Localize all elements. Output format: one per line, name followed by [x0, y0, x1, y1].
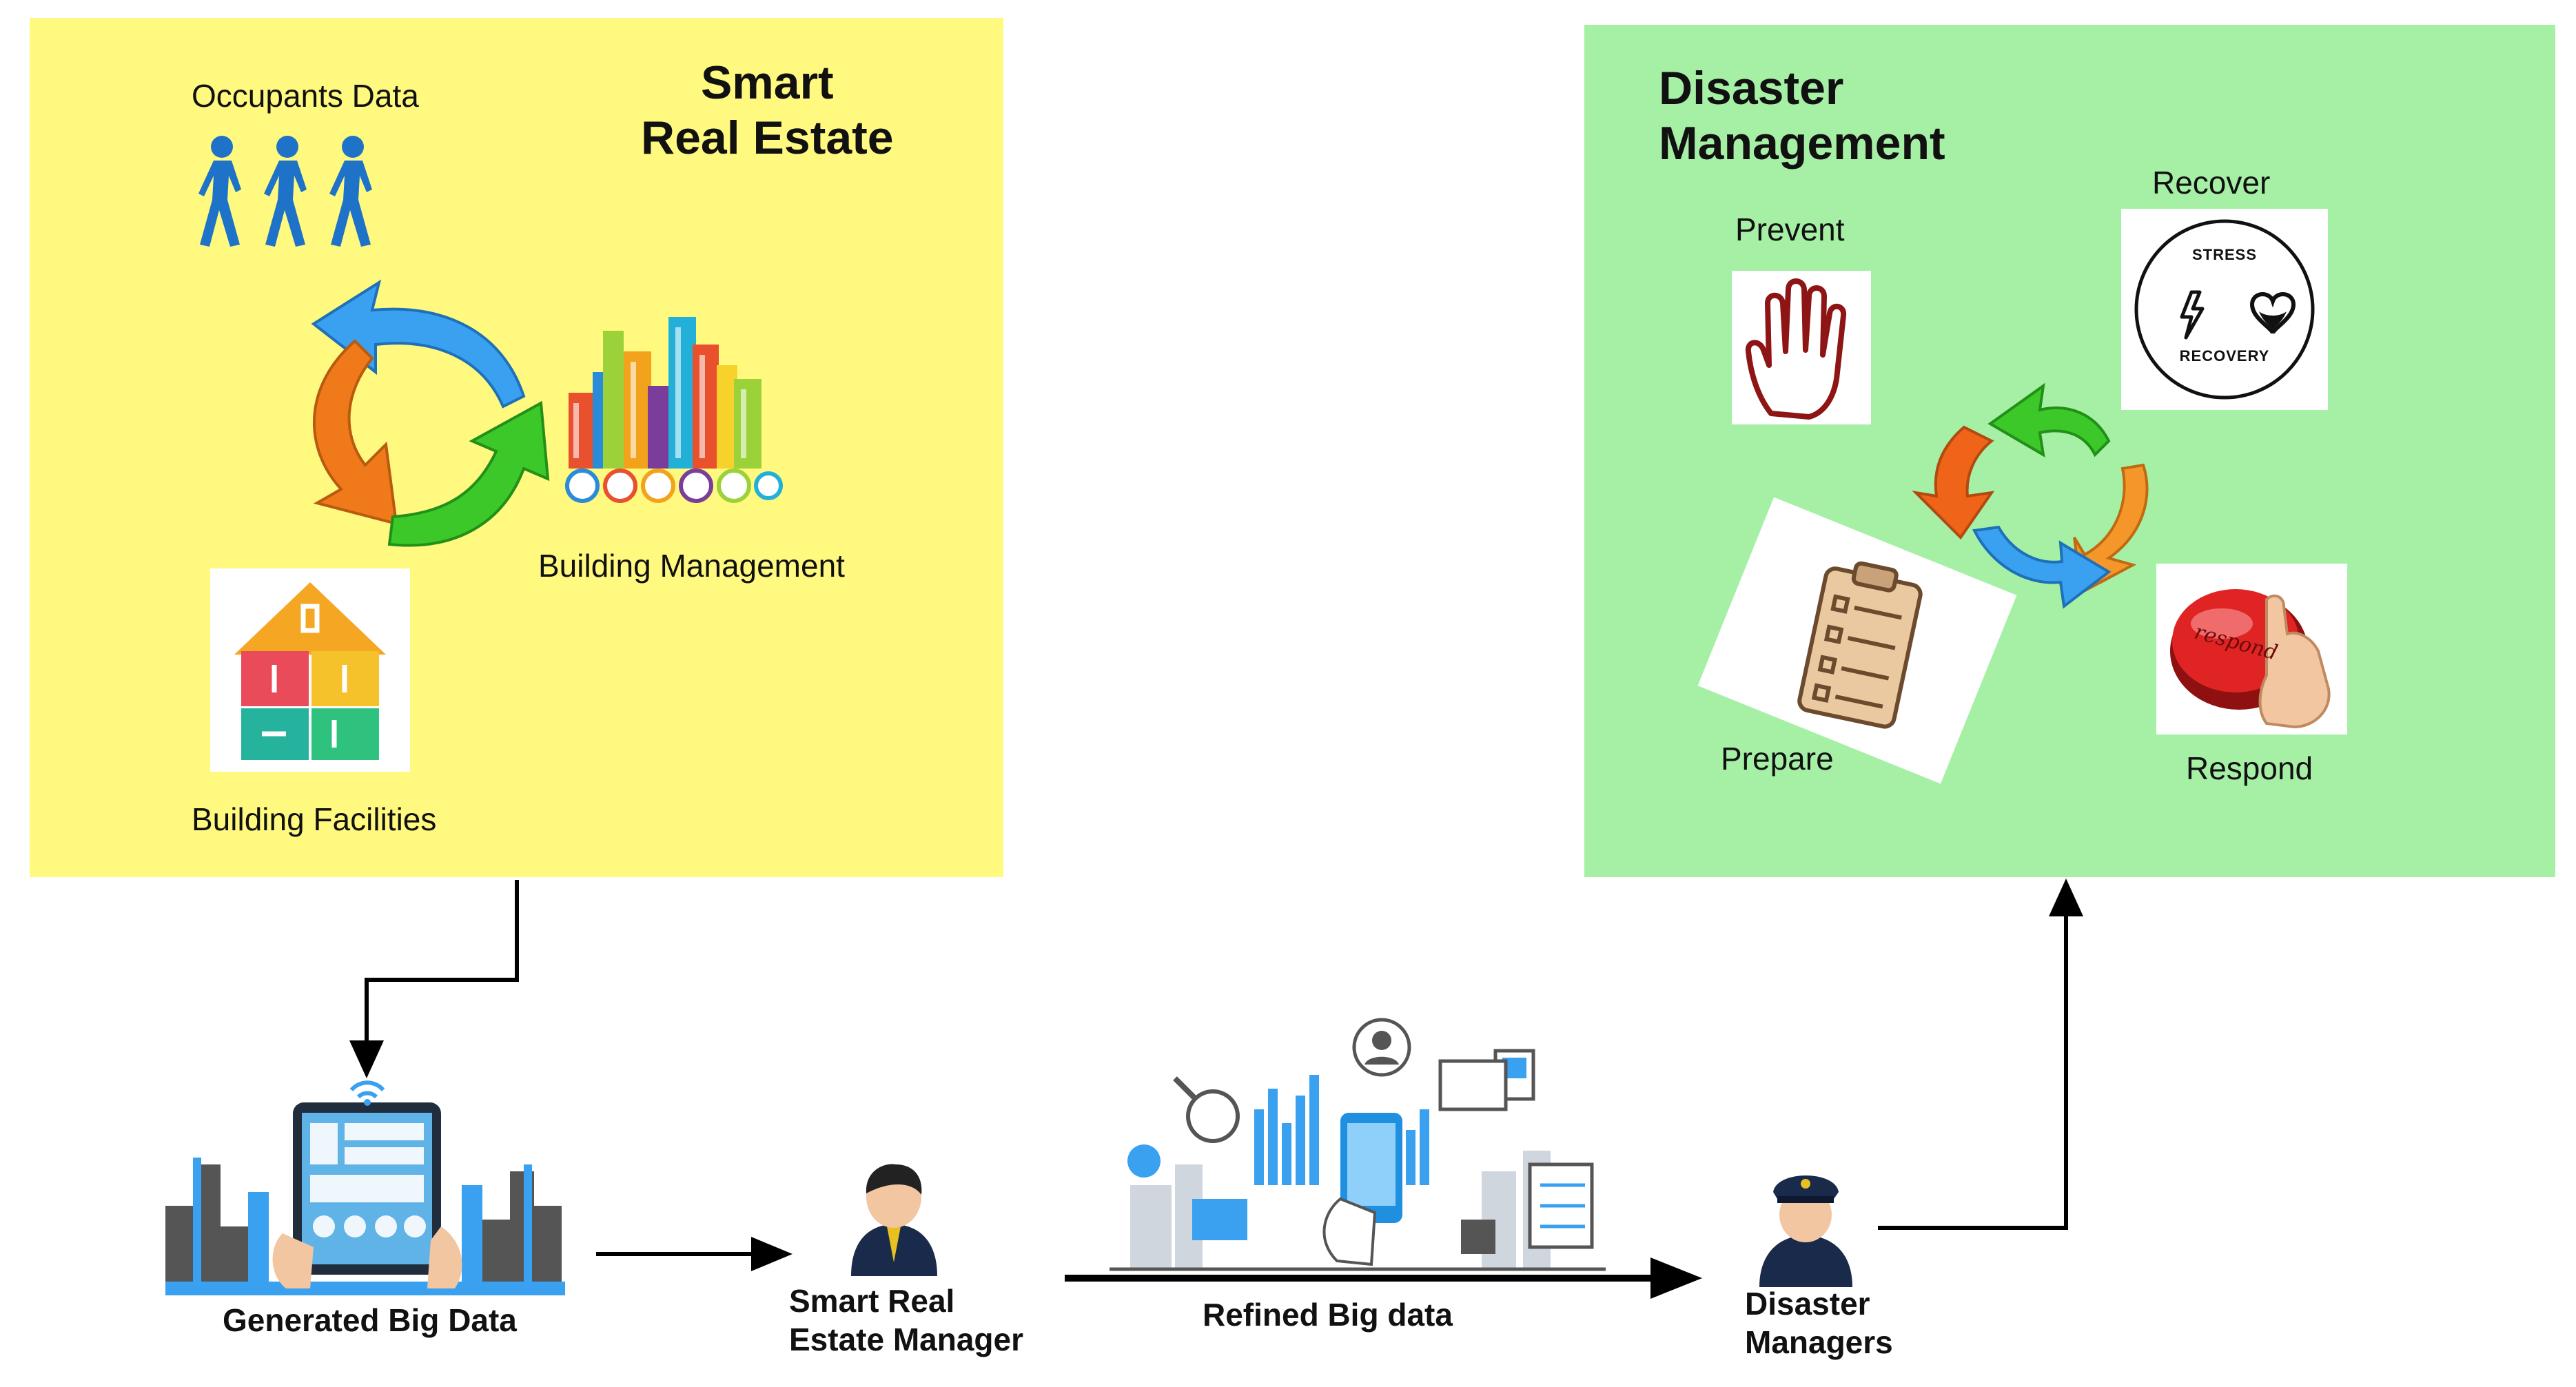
arrow-disaster-managers-to-dm [1878, 910, 2068, 1230]
recovery-badge-text: RECOVERY [2179, 347, 2270, 364]
lifecycle-arrows-icon [311, 279, 550, 547]
generated-big-data-tablet-city-icon [165, 1080, 565, 1295]
stress-recovery-badge-icon [2134, 219, 2315, 400]
building-management-city-icon [565, 317, 783, 503]
smart-real-estate-manager-label: Smart Real Estate Manager [789, 1283, 1024, 1357]
arrow-sre-to-generated-data [365, 880, 519, 1047]
refined-big-data-label: Refined Big data [1203, 1297, 1453, 1333]
building-facilities-house-icon [234, 582, 386, 760]
stop-hand-icon [1745, 278, 1847, 420]
respond-label: Respond [2186, 750, 2313, 786]
occupants-data-label: Occupants Data [192, 78, 419, 114]
building-management-label: Building Management [538, 548, 845, 584]
building-facilities-label: Building Facilities [192, 801, 437, 837]
stress-badge-text: STRESS [2191, 246, 2258, 263]
people-walking-icon [198, 136, 372, 247]
clipboard-checklist-icon [1797, 561, 1923, 729]
respond-button-icon: respond [2170, 589, 2331, 729]
smart-real-estate-manager-avatar [851, 1164, 937, 1276]
disaster-managers-label: Disaster Managers [1745, 1286, 1893, 1360]
smart-real-estate-title: Smart Real Estate [641, 56, 894, 164]
prevent-label: Prevent [1735, 212, 1845, 247]
disaster-management-panel [1584, 25, 2555, 877]
disaster-management-title: Disaster Management [1659, 62, 1945, 169]
prepare-label: Prepare [1721, 741, 1834, 777]
recover-label: Recover [2152, 165, 2271, 201]
generated-big-data-label: Generated Big Data [223, 1302, 517, 1338]
disaster-cycle-arrows-icon [1912, 382, 2149, 609]
disaster-managers-officer-avatar [1759, 1175, 1852, 1287]
refined-big-data-analytics-icon [1110, 1018, 1606, 1271]
